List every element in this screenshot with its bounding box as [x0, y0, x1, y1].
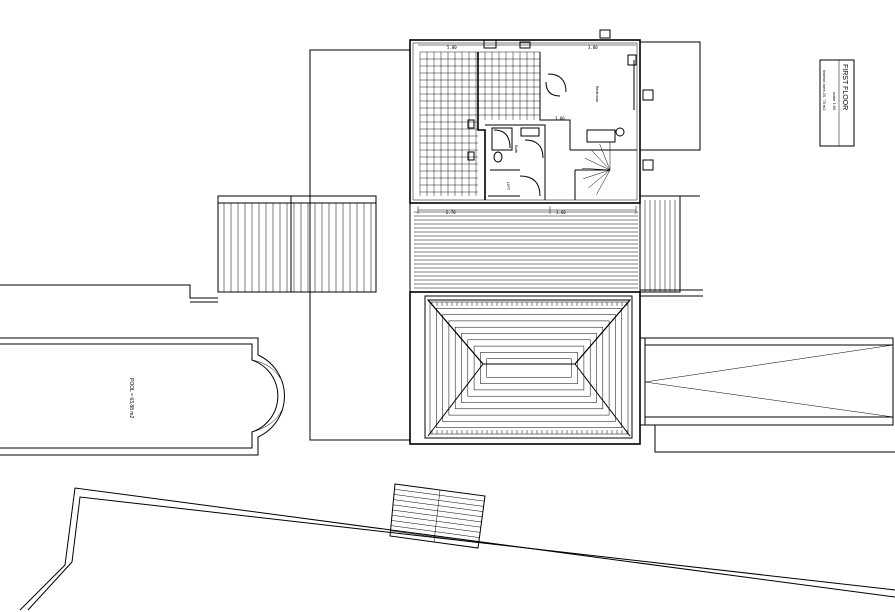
left-terrace-outline — [309, 49, 410, 441]
title-area: Interior area 20, 75 m2 — [822, 70, 827, 111]
dim-bottom-right: 3.60 — [556, 210, 566, 215]
spiral-stair — [574, 142, 611, 200]
central-deck — [414, 211, 638, 289]
dim-top-right: 3.00 — [588, 45, 598, 50]
terrace-tile-grid — [419, 51, 540, 196]
first-floor-block — [409, 29, 654, 214]
roof-tile-row — [461, 333, 597, 403]
dim-inner: 3.00 — [555, 116, 565, 121]
roof-tile-row — [448, 320, 610, 416]
pool — [0, 337, 285, 456]
roof-tile-row — [473, 345, 585, 391]
drawing-line — [599, 143, 611, 171]
dim-top-left: 5.00 — [447, 45, 457, 50]
drawing-line — [583, 169, 611, 179]
roof-tile-row — [429, 301, 629, 435]
roof-tile-row — [454, 326, 604, 410]
title-first-floor: FIRST FLOOR — [841, 64, 848, 110]
roof — [409, 291, 641, 445]
title-block: FIRST FLOOR scale 1:50 Interior area 20,… — [819, 59, 855, 147]
drawing-line — [596, 169, 611, 195]
roof-tile-row — [467, 339, 591, 397]
roof-tile-row — [436, 308, 622, 428]
title-scale: scale 1:50 — [832, 92, 837, 111]
dim-bottom-left: 6.70 — [446, 210, 456, 215]
lift-label: LIFT — [506, 182, 511, 191]
drawing-line — [590, 149, 611, 171]
left-balustrade — [0, 195, 377, 303]
roof-tile-row — [480, 352, 578, 384]
site-boundary — [19, 483, 895, 611]
drawing-line — [588, 169, 611, 189]
roof-tile-row — [442, 314, 616, 422]
pool-label: POOL = 63,88 m2 — [128, 378, 134, 418]
right-balcony — [639, 41, 703, 297]
right-pergola — [640, 337, 895, 453]
roof-tile-row — [486, 358, 572, 378]
drawing-line — [584, 157, 611, 171]
bath-label: Bath — [514, 145, 519, 153]
drawing-line — [433, 489, 441, 543]
bedroom-label: Bedroom — [595, 86, 600, 103]
